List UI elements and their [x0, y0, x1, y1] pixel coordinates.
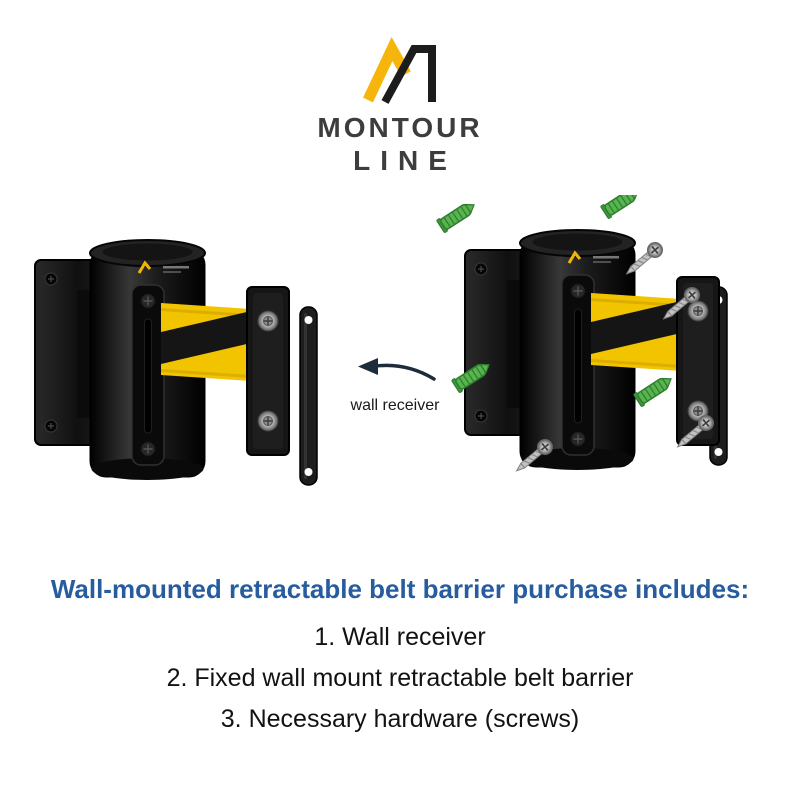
wall-receiver-arrow-icon	[358, 358, 436, 381]
includes-item: 1. Wall receiver	[314, 623, 486, 651]
wall-receiver-strip	[299, 306, 318, 486]
purchase-includes-section: Wall-mounted retractable belt barrier pu…	[0, 574, 800, 740]
logo-black-stroke	[381, 45, 436, 104]
includes-item: 3. Necessary hardware (screws)	[220, 705, 580, 733]
wall-anchor-icon	[435, 197, 479, 234]
brand-name: MONTOUR	[317, 112, 483, 143]
brand-name-line2: LINE	[353, 145, 457, 176]
montour-line-logo-icon	[363, 36, 436, 104]
brand-header: MONTOUR LINE	[0, 36, 800, 177]
includes-item: 2. Fixed wall mount retractable belt bar…	[166, 664, 634, 692]
belt-barrier-right	[465, 230, 719, 470]
includes-heading: Wall-mounted retractable belt barrier pu…	[50, 574, 750, 604]
product-illustration-area: wall receiver	[0, 183, 800, 545]
wall-anchor-icon	[632, 371, 676, 408]
belt-barrier-left	[35, 240, 289, 480]
wall-receiver-label: wall receiver	[350, 397, 440, 414]
wall-anchor-icon	[599, 183, 643, 220]
includes-list: 1. Wall receiver 2. Fixed wall mount ret…	[0, 617, 800, 740]
product-illustration	[0, 183, 728, 486]
